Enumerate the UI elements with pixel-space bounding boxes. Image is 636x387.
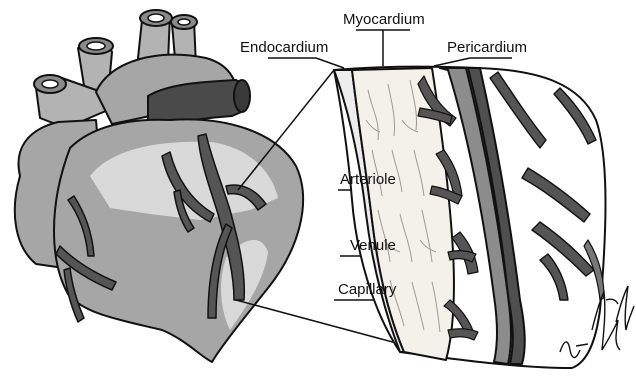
wall-cross-section	[334, 67, 606, 368]
label-venule: Venule	[350, 237, 396, 254]
label-capillary: Capillary	[338, 281, 397, 298]
label-myocardium: Myocardium	[343, 11, 425, 28]
label-pericardium: Pericardium	[447, 39, 527, 56]
label-arteriole: Arteriole	[340, 171, 396, 188]
heart-illustration	[15, 10, 303, 362]
label-endocardium: Endocardium	[240, 39, 328, 56]
connector-bottom	[236, 300, 400, 344]
